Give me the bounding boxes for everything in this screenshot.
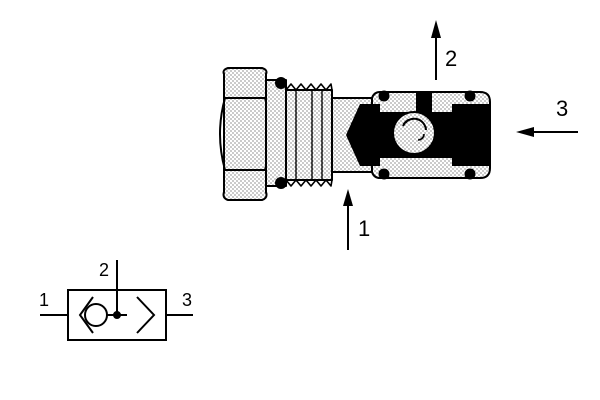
o-ring	[464, 168, 476, 180]
flow-arrow-inlet	[343, 189, 353, 250]
o-ring	[378, 90, 390, 102]
symbol-junction-dot	[113, 311, 121, 319]
symbol-left-seat	[78, 296, 94, 334]
symbol-port-3-label: 3	[182, 290, 192, 310]
flow-arrow-outlet	[431, 20, 441, 80]
inlet-port-label: 1	[358, 216, 370, 241]
shuttle-valve-symbol	[40, 260, 193, 341]
symbol-right-seat	[136, 296, 156, 334]
o-ring	[378, 168, 390, 180]
outlet-port-label: 2	[445, 46, 457, 71]
flow-arrow-exhaust	[516, 127, 578, 137]
threaded-spigot	[285, 83, 333, 187]
o-ring	[464, 90, 476, 102]
nut-collar	[265, 79, 287, 187]
symbol-port-2-label: 2	[99, 260, 109, 280]
symbol-port-1-label: 1	[39, 290, 49, 310]
check-ball	[392, 111, 436, 155]
o-ring	[275, 77, 287, 89]
symbol-check-ball	[84, 303, 108, 327]
hex-nut	[219, 67, 271, 201]
o-ring	[275, 177, 287, 189]
exhaust-port-label: 3	[556, 96, 568, 121]
valve-section-view	[219, 67, 491, 201]
